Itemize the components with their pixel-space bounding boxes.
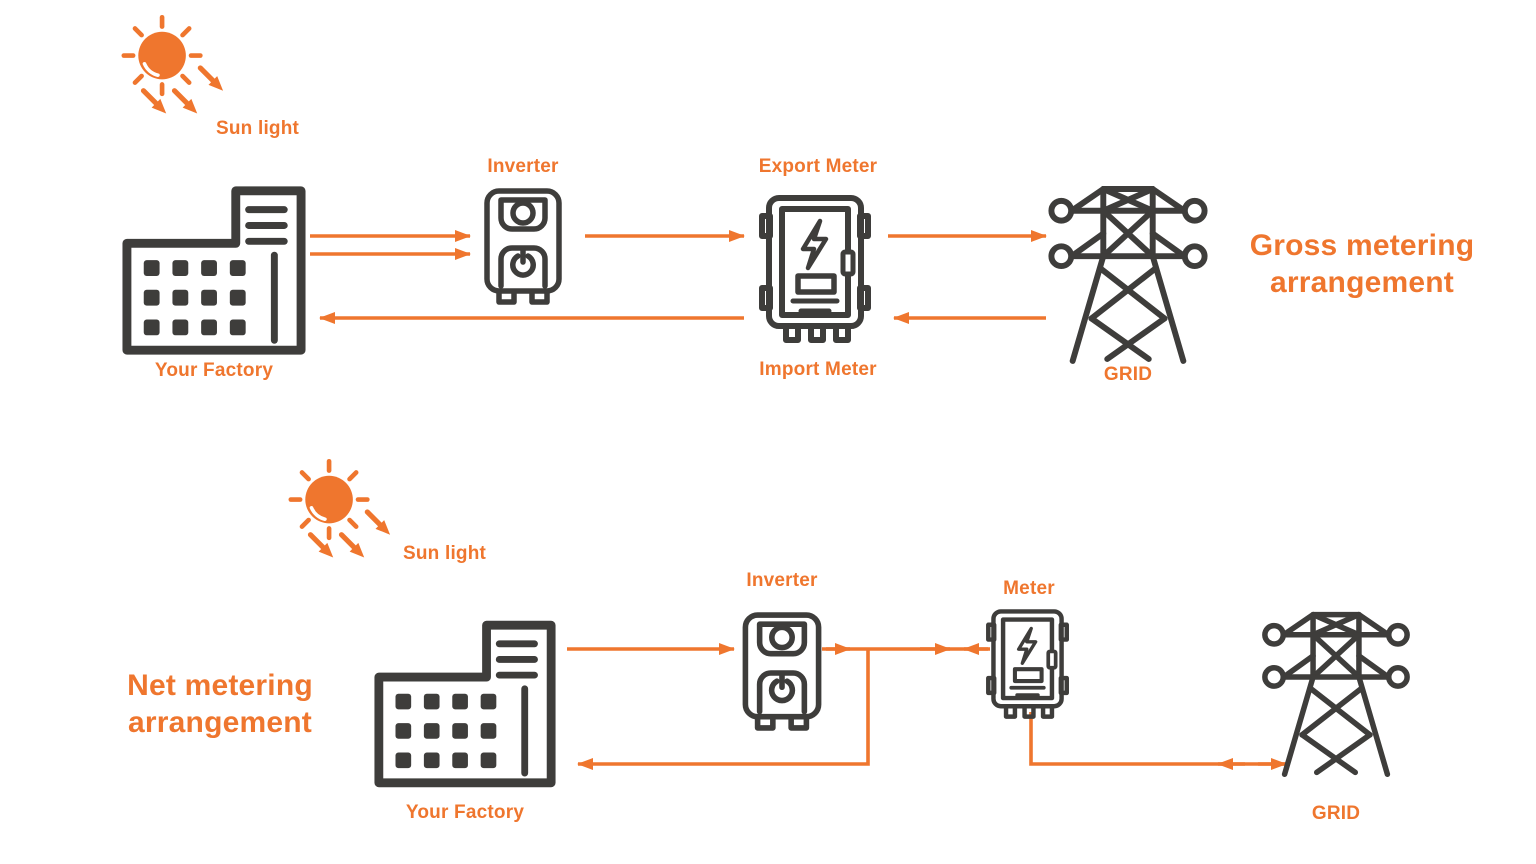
export-meter-label: Export Meter — [758, 156, 878, 177]
grid-label: GRID — [1103, 364, 1153, 385]
grid-tower-icon — [1044, 180, 1212, 368]
meter-label: Meter — [1003, 578, 1055, 599]
sun-label: Sun light — [403, 543, 487, 564]
net-metering-title: Net metering arrangement — [127, 669, 313, 739]
factory-label: Your Factory — [405, 802, 525, 823]
sun-icon — [105, 8, 245, 130]
grid-label: GRID — [1311, 803, 1361, 824]
inverter-icon — [740, 610, 824, 734]
sun-icon — [272, 452, 412, 574]
factory-icon — [372, 616, 558, 792]
factory-label: Your Factory — [154, 360, 274, 381]
meter-icon — [759, 192, 875, 350]
grid-tower-icon — [1258, 606, 1414, 781]
inverter-icon — [482, 186, 564, 308]
inverter-label: Inverter — [487, 156, 559, 177]
sun-label: Sun light — [216, 118, 300, 139]
import-meter-label: Import Meter — [759, 359, 877, 380]
factory-icon — [120, 183, 308, 358]
meter-icon — [986, 607, 1072, 724]
inverter-label: Inverter — [746, 570, 818, 591]
gross-metering-title: Gross metering arrangement — [1249, 229, 1475, 299]
